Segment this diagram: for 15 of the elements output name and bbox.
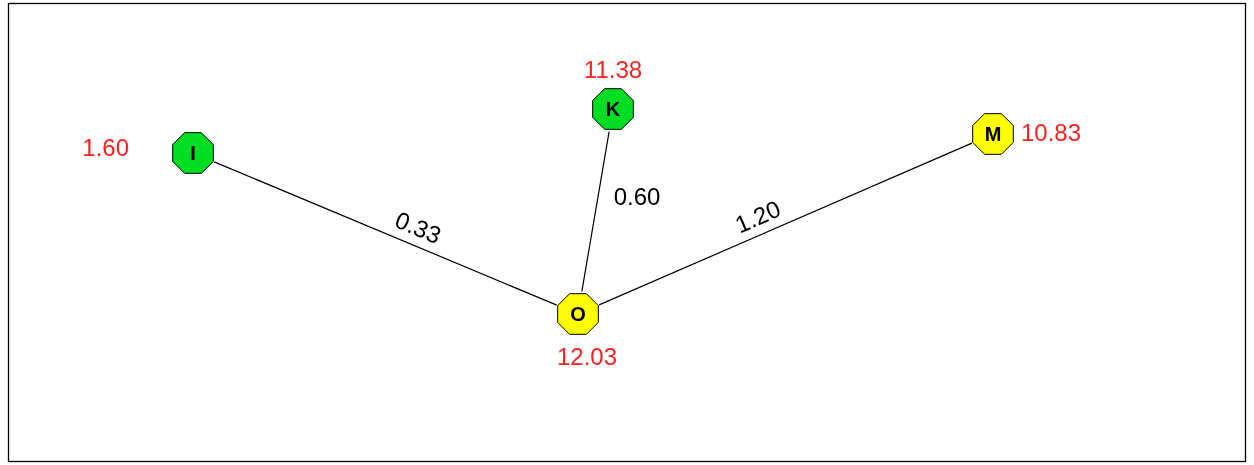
- value-label: 10.83: [1021, 121, 1082, 145]
- node-label: O: [570, 304, 586, 324]
- node-label: K: [605, 99, 621, 119]
- value-label: 1.60: [82, 136, 129, 160]
- value-label: 11.38: [583, 58, 643, 82]
- octagon-node: [970, 111, 1016, 157]
- value-label: 12.03: [556, 345, 618, 369]
- octagon-node: [170, 130, 216, 176]
- node-label: M: [984, 124, 1002, 144]
- connector-line: [213, 161, 558, 306]
- connector-line: [581, 131, 610, 292]
- octagon-node: [555, 291, 601, 337]
- node-label: I: [190, 143, 196, 163]
- octagon-node: [590, 86, 636, 132]
- connector-line: [598, 142, 973, 306]
